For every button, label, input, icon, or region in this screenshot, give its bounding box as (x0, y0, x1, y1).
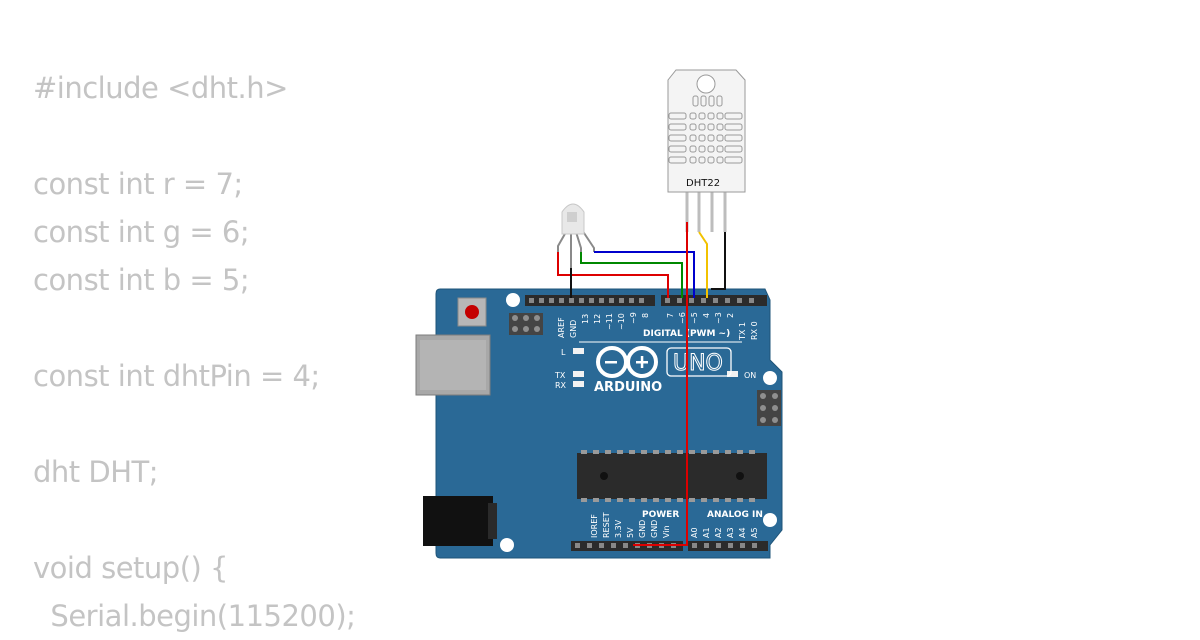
digital-pin-labels: AREF GND 13 12 ~11 ~10 ~9 8 7 ~6 ~5 4 ~3… (557, 312, 759, 341)
icsp-header-2 (757, 390, 781, 426)
power-pin-labels: IOREF RESET 3.3V 5V GND GND Vin A0 A1 A2… (590, 512, 759, 538)
digital-pin-header[interactable] (525, 295, 767, 306)
pin-label: 5V (626, 527, 635, 538)
pin-label: ~5 (690, 312, 699, 324)
pin-label: A0 (690, 527, 699, 538)
model-label: UNO (673, 351, 723, 376)
mounting-hole (763, 513, 777, 527)
arduino-uno-board[interactable]: AREF GND 13 12 ~11 ~10 ~9 8 7 ~6 ~5 4 ~3… (415, 288, 783, 559)
led-tx (573, 371, 584, 377)
led-on-label: ON (744, 371, 756, 380)
sensor-legs (685, 192, 727, 232)
led-on (727, 371, 738, 377)
rgb-led[interactable] (557, 203, 595, 298)
wire-red-dht (633, 222, 688, 546)
pin-label: 7 (666, 313, 675, 318)
pin-label: IOREF (590, 514, 599, 538)
dht22-sensor[interactable]: DHT22 (667, 69, 746, 232)
code-line: void setup() { (33, 551, 229, 585)
code-line: dht DHT; (33, 455, 159, 489)
pin-label: RX 0 (750, 321, 759, 340)
code-line: const int b = 5; (33, 263, 250, 297)
uno-badge: UNO (666, 347, 732, 377)
pin-label: A3 (726, 527, 735, 538)
pin-label: GND (650, 520, 659, 538)
led-l-label: L (561, 348, 566, 357)
wire-black-dht (711, 232, 726, 290)
pin-label: ~10 (617, 313, 626, 330)
mounting-hole (506, 293, 520, 307)
wire-red-led (557, 252, 669, 298)
code-line: const int g = 6; (33, 215, 250, 249)
pin-label: A1 (702, 527, 711, 538)
mounting-hole (763, 371, 777, 385)
pin-label: ~3 (714, 312, 723, 324)
code-line: const int r = 7; (33, 167, 243, 201)
pin-label: ~6 (678, 312, 687, 324)
analog-pin-header[interactable] (688, 541, 768, 551)
wire-green-led (580, 252, 683, 298)
sensor-grille (668, 95, 743, 164)
pin-label: 8 (641, 313, 650, 318)
reset-button[interactable] (457, 297, 487, 327)
pin-label: TX 1 (738, 322, 747, 341)
pin-label: 2 (726, 313, 735, 318)
wire-yellow-dht (698, 231, 708, 298)
icsp-header (509, 313, 543, 335)
led-tx-label: TX (554, 371, 566, 380)
pin-label: ~11 (605, 313, 614, 330)
pin-label: 4 (702, 313, 711, 318)
led-rx (573, 381, 584, 387)
onboard-leds: L TX RX ON (554, 348, 756, 390)
brand-label: ARDUINO (594, 380, 662, 395)
code-line: const int dhtPin = 4; (33, 359, 320, 393)
power-header-label: POWER (642, 510, 679, 520)
pin-label: Vin (662, 525, 671, 538)
atmega-chip (577, 450, 767, 502)
pin-label: GND (569, 320, 578, 338)
pin-label: AREF (557, 317, 566, 338)
pin-label: 3.3V (614, 519, 623, 538)
mounting-hole (500, 538, 514, 552)
analog-header-label: ANALOG IN (707, 510, 763, 520)
arduino-logo: ARDUINO (594, 346, 662, 395)
usb-port (415, 334, 491, 396)
led-l (573, 348, 584, 354)
pin-label: A2 (714, 527, 723, 538)
power-jack (423, 496, 497, 546)
code-line: #include <dht.h> (33, 71, 288, 105)
pin-label: ~9 (629, 312, 638, 324)
wire-blue-led (594, 251, 695, 298)
pin-label: GND (638, 520, 647, 538)
led-rx-label: RX (555, 381, 567, 390)
pin-label: 13 (581, 314, 590, 324)
code-line: Serial.begin(115200); (33, 599, 356, 633)
wires (557, 222, 726, 546)
pin-label: RESET (602, 512, 611, 538)
code-panel: #include <dht.h> const int r = 7; const … (33, 64, 423, 640)
pin-label: A4 (738, 527, 747, 538)
pin-label: A5 (750, 527, 759, 538)
sensor-label: DHT22 (686, 178, 720, 189)
pin-label: 12 (593, 314, 602, 324)
